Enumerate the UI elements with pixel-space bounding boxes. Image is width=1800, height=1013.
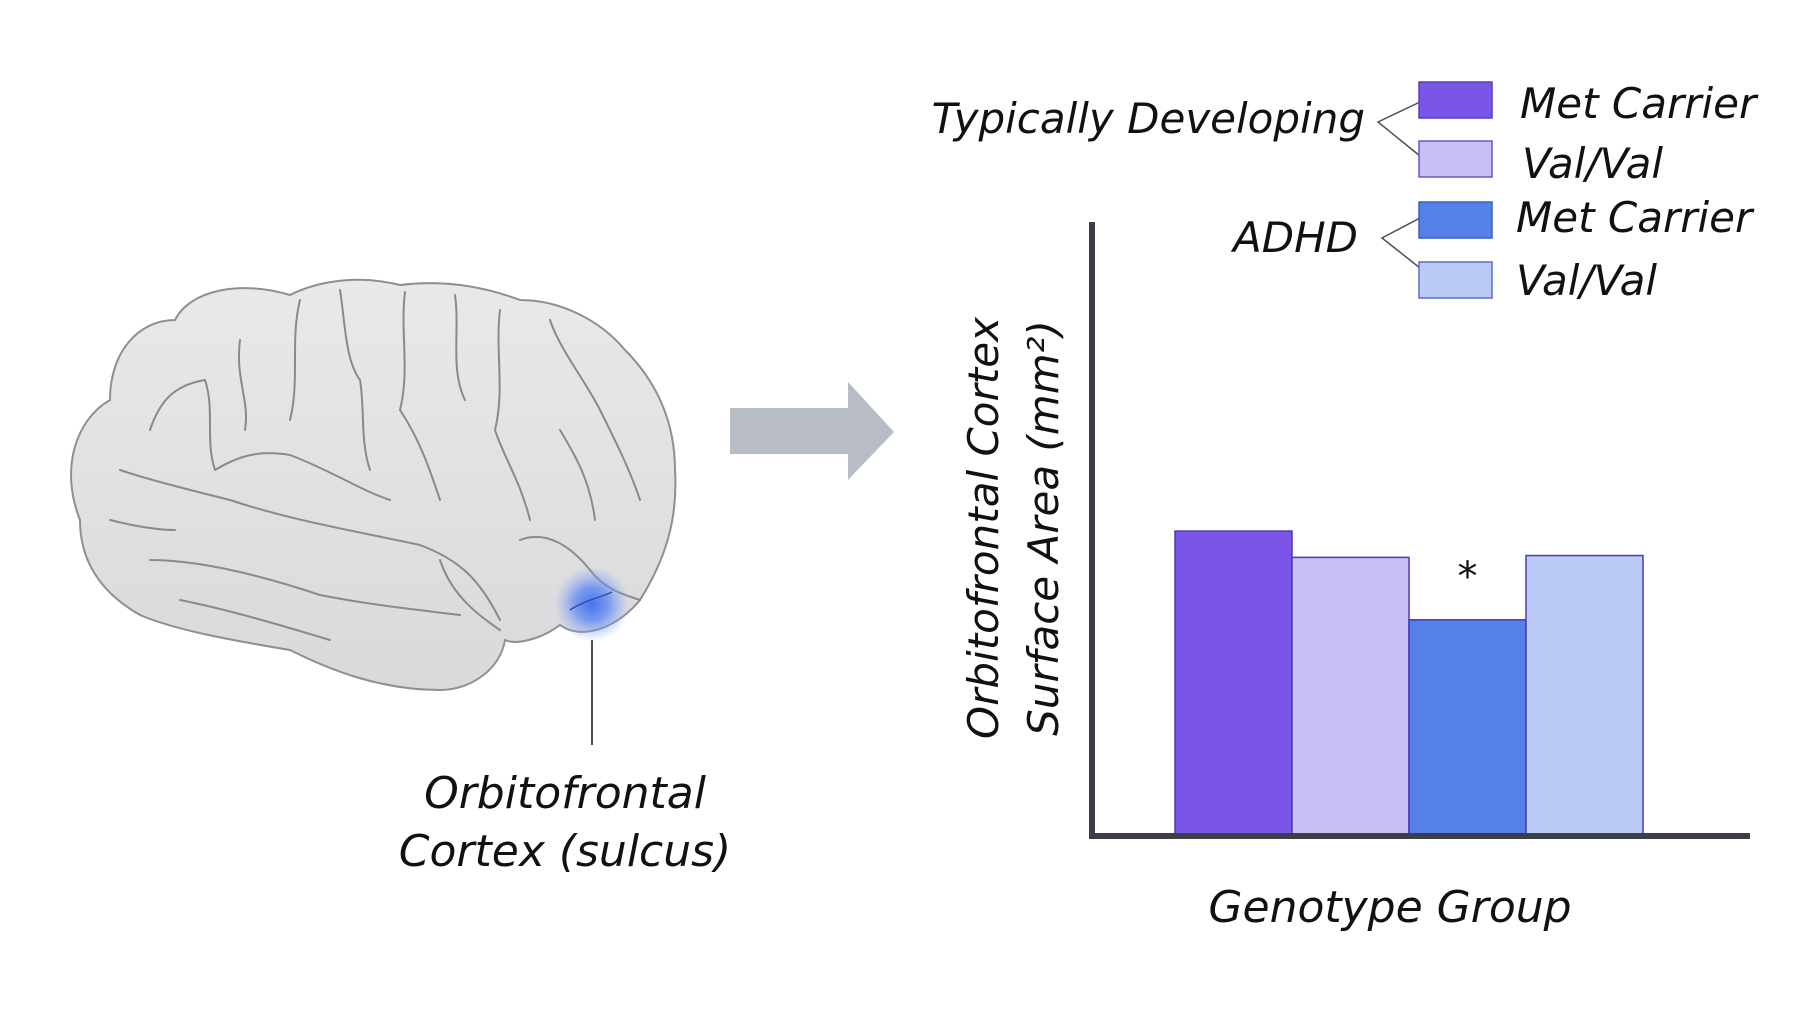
bar-4 (1525, 554, 1644, 835)
region-label-line1: Orbitofrontal (424, 768, 707, 819)
bar-1 (1174, 530, 1293, 835)
legend-group-typically-developing: Typically Developing (932, 94, 1365, 143)
legend-label-adhd-val: Val/Val (1516, 256, 1657, 305)
legend-bracket-adhd (1380, 217, 1421, 269)
legend: Typically Developing Met Carrier Val/Val… (932, 79, 1759, 305)
legend-label-adhd-met: Met Carrier (1516, 193, 1755, 242)
bar-chart: * Orbitofrontal Cortex Surface Area (mm²… (959, 222, 1750, 933)
bar-3 (1408, 619, 1527, 835)
legend-group-adhd: ADHD (1230, 213, 1358, 262)
legend-label-td-val: Val/Val (1522, 139, 1663, 188)
bars-group: * (1174, 530, 1644, 835)
legend-swatch-adhd-val (1418, 261, 1493, 299)
x-axis-label: Genotype Group (1208, 882, 1571, 933)
legend-swatch-td-val (1418, 140, 1493, 178)
orbitofrontal-highlight (554, 566, 630, 642)
y-axis-label-line2: Surface Area (mm²) (1019, 320, 1068, 736)
y-axis-label-line1: Orbitofrontal Cortex (959, 316, 1008, 739)
right-arrow-icon (730, 382, 894, 480)
significance-annotation: * (1458, 554, 1478, 600)
region-label-line2: Cortex (sulcus) (399, 826, 731, 877)
legend-bracket-typically-developing (1376, 101, 1421, 157)
legend-swatch-adhd-met (1418, 201, 1493, 239)
brain-outline (70, 278, 677, 692)
legend-swatch-td-met (1418, 81, 1493, 119)
bar-2 (1291, 556, 1410, 835)
legend-label-td-met: Met Carrier (1520, 79, 1759, 128)
brain-illustration: Orbitofrontal Cortex (sulcus) (70, 278, 731, 877)
